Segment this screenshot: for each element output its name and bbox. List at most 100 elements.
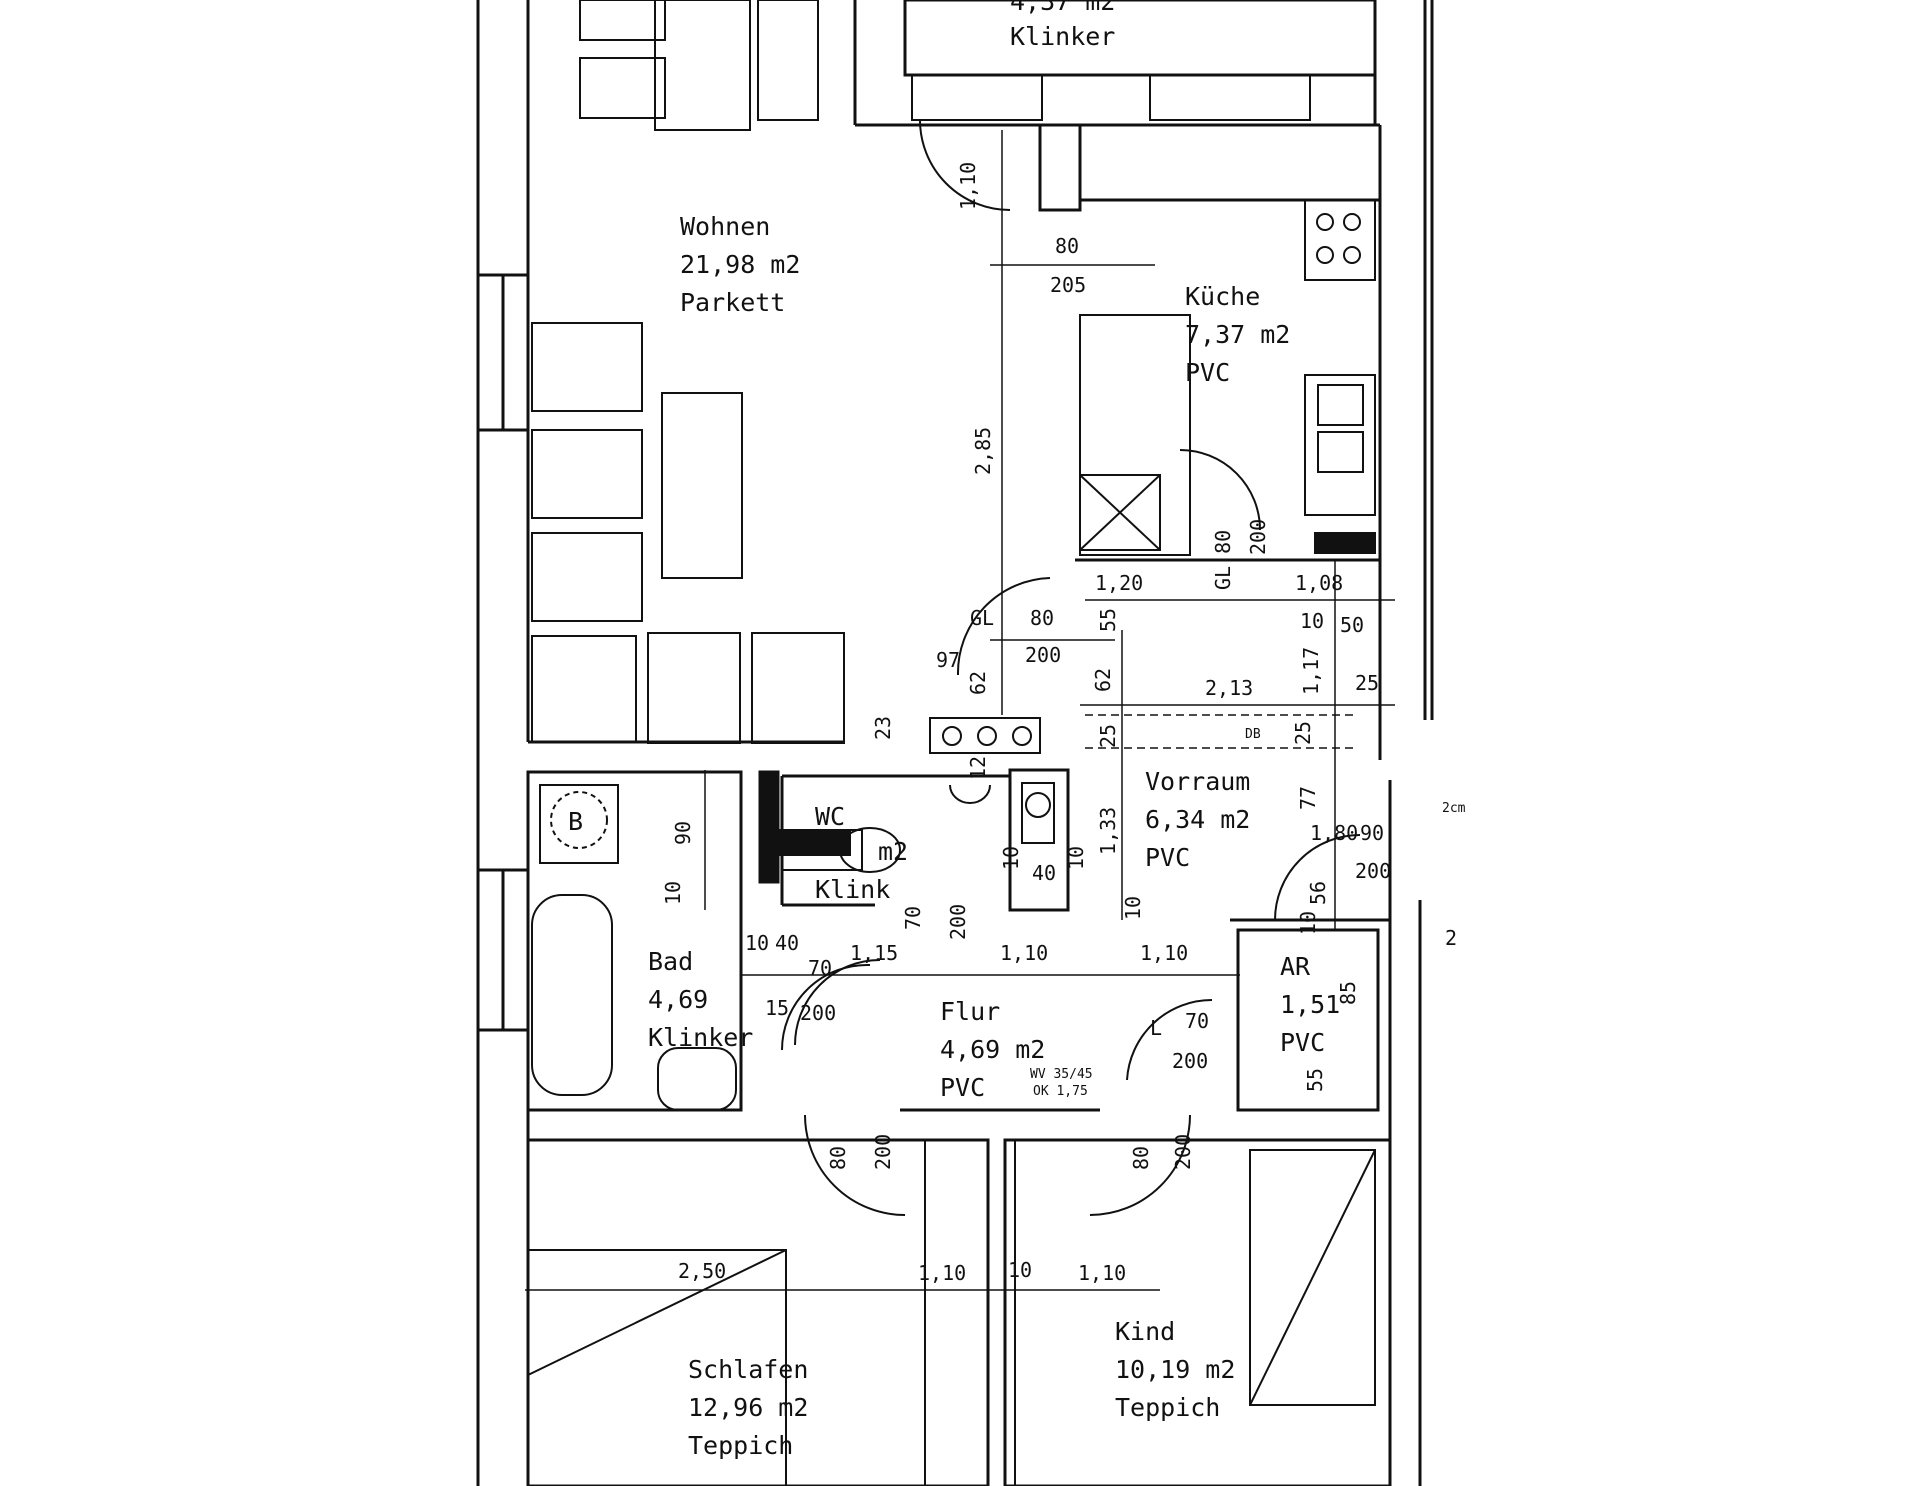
vorraum-name: Vorraum: [1145, 767, 1250, 796]
dim-120: 1,20: [1095, 571, 1143, 595]
dim-205: 205: [1050, 273, 1086, 297]
boiler-letter: B: [568, 807, 583, 836]
top-room-area: 4,37 m2: [1010, 0, 1115, 16]
dim-70-a: 70: [808, 956, 832, 980]
dimension-lines: [525, 130, 1395, 1291]
dim-50: 50: [1340, 613, 1364, 637]
ar-name: AR: [1280, 952, 1311, 981]
dim-77: 77: [1296, 786, 1320, 810]
sink-basin-2: [1317, 431, 1364, 473]
kueche-area: 7,37 m2: [1185, 320, 1290, 349]
column-kitchen: [1038, 123, 1082, 212]
dim-10-b: 10: [1064, 846, 1088, 870]
dim-85: 85: [1336, 981, 1360, 1005]
dim-2cm: 2cm: [1442, 801, 1466, 816]
dim-250: 2,50: [678, 1259, 726, 1283]
wohnen-area: 21,98 m2: [680, 250, 800, 279]
kueche-floor: PVC: [1185, 358, 1230, 387]
wardrobe-kind: [1249, 1149, 1376, 1406]
dim-90-v: 90: [1360, 821, 1384, 845]
wall-kind: [1003, 1138, 1392, 1486]
dim-ok: OK 1,75: [1033, 1084, 1088, 1099]
wc-area: m2: [878, 837, 908, 866]
wall-utility: [1008, 768, 1070, 912]
vent-circle-1: [942, 726, 962, 746]
dim-gl: GL: [970, 606, 994, 630]
bathtub: [531, 894, 613, 1096]
dim-gl80-kitchen: GL 80: [1211, 530, 1235, 590]
dim-12: 12: [966, 756, 990, 780]
washbasin-bad: [657, 1047, 737, 1111]
dim-10-a: 10: [999, 846, 1023, 870]
kitchen-island-unit: [1079, 474, 1161, 551]
dim-25-a: 25: [1355, 671, 1379, 695]
dim-80-schlafen: 80: [826, 1146, 850, 1170]
dim-80-top: 80: [1055, 234, 1079, 258]
vent-circle-3: [1012, 726, 1032, 746]
schlafen-name: Schlafen: [688, 1355, 808, 1384]
kind-floor: Teppich: [1115, 1393, 1220, 1422]
vorraum-floor: PVC: [1145, 843, 1190, 872]
dim-110-a: 1,10: [1000, 941, 1048, 965]
dim-80-kind: 80: [1129, 1146, 1153, 1170]
sofa-seat-2: [531, 429, 643, 519]
dim-285: 2,85: [971, 427, 995, 475]
flur-area: 4,69 m2: [940, 1035, 1045, 1064]
coffee-table: [661, 392, 743, 579]
flur-name: Flur: [940, 997, 1000, 1026]
wc-name: WC: [815, 802, 845, 831]
cabinet-top: [757, 0, 819, 121]
dim-wv: WV 35/45: [1030, 1067, 1093, 1082]
dim-108: 1,08: [1295, 571, 1343, 595]
dim-10-v: 10: [1121, 896, 1145, 920]
dim-200-kitchen: 200: [1246, 519, 1270, 555]
door-swing-wc: [794, 959, 881, 1046]
armchair-1: [531, 635, 637, 743]
furniture: [527, 0, 1376, 1486]
dim-117: 1,17: [1299, 647, 1323, 695]
ar-floor: PVC: [1280, 1028, 1325, 1057]
dim-200-w: 200: [1025, 643, 1061, 667]
shaft-wc: [758, 770, 780, 884]
wohnen-name: Wohnen: [680, 212, 770, 241]
kitchen-island-cross-2: [1079, 474, 1161, 551]
dim-40: 40: [1032, 861, 1056, 885]
armchair-3: [751, 632, 845, 744]
burner-3: [1316, 246, 1334, 264]
sink-basin-1: [1317, 384, 1364, 426]
kind-area: 10,19 m2: [1115, 1355, 1235, 1384]
dim-70-ar: 70: [1185, 1009, 1209, 1033]
burner-4: [1343, 246, 1361, 264]
dim-200-schlafen: 200: [871, 1134, 895, 1170]
kitchen-island: [1079, 314, 1191, 556]
vorraum-area: 6,34 m2: [1145, 805, 1250, 834]
door-swings: [781, 119, 1361, 1216]
bed-schlafen: [527, 1249, 787, 1486]
dim-25-b: 25: [1096, 724, 1120, 748]
door-swing-schlafen: [804, 1114, 906, 1216]
bed-schlafen-diag: [527, 1249, 787, 1376]
armchair-2: [647, 632, 741, 744]
dim-25-c: 25: [1291, 721, 1315, 745]
shower-drain: [1025, 792, 1051, 818]
burner-1: [1316, 213, 1334, 231]
dim-110-c: 1,10: [918, 1261, 966, 1285]
vent-circle-2: [977, 726, 997, 746]
door-swing-vorraum: [1274, 834, 1361, 921]
door-swing-bad: [781, 963, 871, 1051]
dim-62-b: 62: [1091, 668, 1115, 692]
sill-top-1: [911, 74, 1043, 121]
boiler-circle: [550, 791, 608, 849]
dim-110-b: 1,10: [1140, 941, 1188, 965]
dim-200-v: 200: [1355, 859, 1391, 883]
dim-15: 15: [765, 996, 789, 1020]
chair-top-1: [579, 0, 666, 41]
door-swing-living: [956, 577, 1051, 676]
wall-ar: [1236, 928, 1380, 1112]
dim-10-c: 10: [745, 931, 769, 955]
dim-70-b: 70: [901, 906, 925, 930]
sofa-seat-3: [531, 532, 643, 622]
dim-55-ar: 55: [1303, 1068, 1327, 1092]
dim-180: 1,80: [1310, 821, 1358, 845]
dim-55-a: 55: [1096, 608, 1120, 632]
